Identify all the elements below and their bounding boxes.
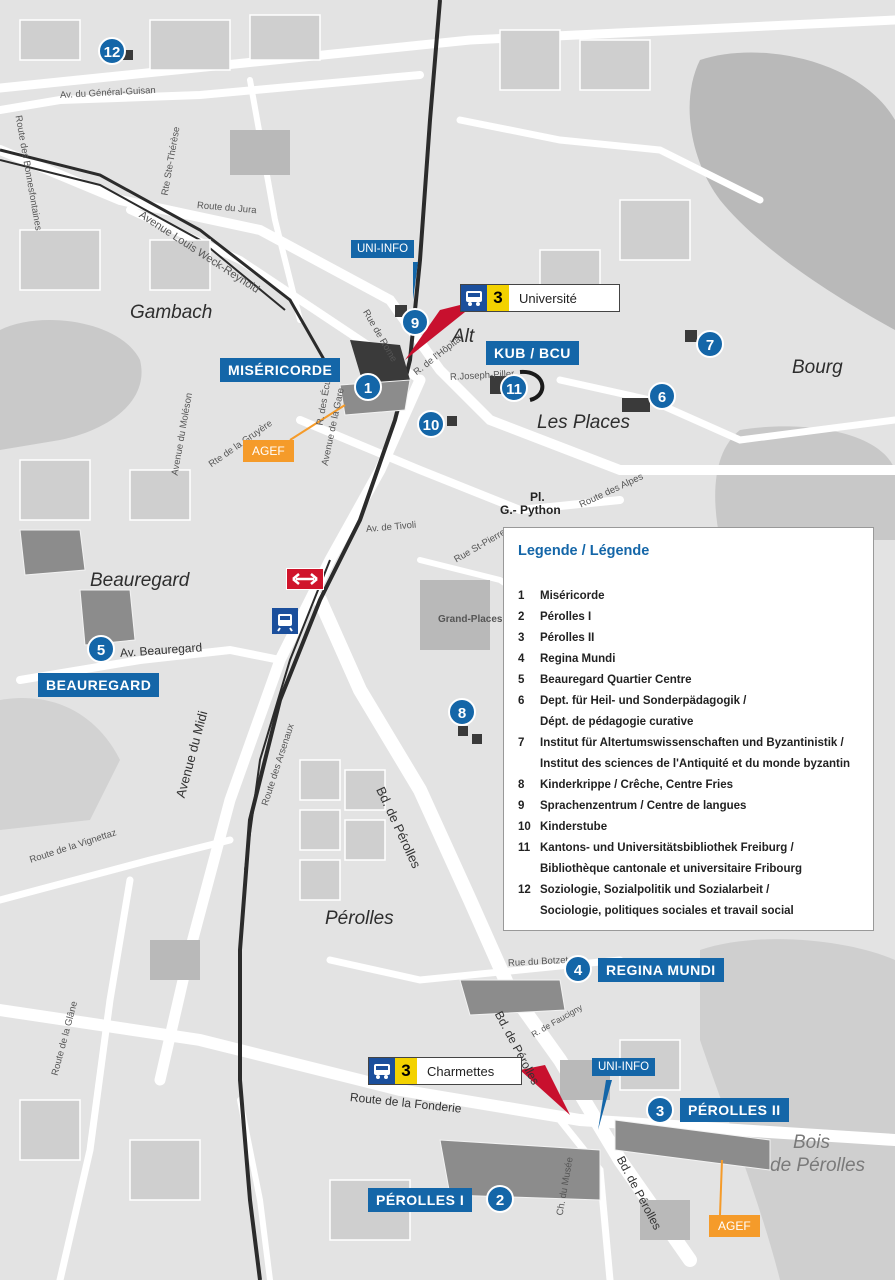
site-label-perolles-ii[interactable]: PÉROLLES II [680, 1098, 789, 1122]
bus-icon [461, 285, 487, 311]
uni-info-label-bottom[interactable]: UNI-INFO [592, 1058, 656, 1076]
area-les-places: Les Places [537, 412, 630, 433]
marker-7[interactable]: 7 [696, 330, 724, 358]
marker-12[interactable]: 12 [98, 37, 126, 65]
site-label-beauregard[interactable]: BEAUREGARD [38, 673, 160, 697]
marker-6[interactable]: 6 [648, 382, 676, 410]
area-bourg: Bourg [792, 357, 843, 378]
label-pl: Pl. [530, 490, 545, 504]
label-place-python: G.- Python [500, 503, 561, 517]
legend-title: Legende / Légende [518, 543, 650, 559]
uni-info-label-top[interactable]: UNI-INFO [351, 240, 415, 258]
marker-1[interactable]: 1 [354, 373, 382, 401]
agef-label-misericorde[interactable]: AGEF [243, 440, 294, 462]
bus-stop-charmettes[interactable]: 3 Charmettes [368, 1057, 522, 1085]
agef-label-perolles[interactable]: AGEF [709, 1215, 760, 1237]
area-gambach: Gambach [130, 302, 213, 323]
site-label-misericorde[interactable]: MISÉRICORDE [220, 358, 341, 382]
area-beauregard: Beauregard [90, 570, 190, 591]
bus-line-number: 3 [487, 285, 509, 311]
marker-10[interactable]: 10 [417, 410, 445, 438]
legend-item-continued: Sociologie, politiques sociales et trava… [540, 905, 794, 917]
site-label-kub-bcu[interactable]: KUB / BCU [486, 341, 579, 365]
sbb-railway-icon [286, 568, 324, 590]
site-label-regina-mundi[interactable]: REGINA MUNDI [598, 958, 724, 982]
bus-stop-universite[interactable]: 3 Université [460, 284, 620, 312]
bus-line-number: 3 [395, 1058, 417, 1084]
marker-5[interactable]: 5 [87, 635, 115, 663]
area-bois-de-perolles-2: de Pérolles [770, 1155, 866, 1176]
legend-item-continued: Institut des sciences de l'Antiquité et … [540, 758, 851, 770]
bus-stop-name: Université [519, 290, 577, 306]
bus-stop-name: Charmettes [427, 1063, 495, 1079]
area-alt: Alt [452, 326, 475, 347]
marker-11[interactable]: 11 [500, 374, 528, 402]
bus-icon [369, 1058, 395, 1084]
legend-item-continued: Dépt. de pédagogie curative [540, 716, 694, 728]
area-perolles: Pérolles [325, 908, 394, 929]
marker-9[interactable]: 9 [401, 308, 429, 336]
marker-2[interactable]: 2 [486, 1185, 514, 1213]
marker-3[interactable]: 3 [646, 1096, 674, 1124]
area-bois-de-perolles: Bois [793, 1132, 830, 1153]
train-station-icon [272, 608, 298, 634]
site-label-perolles-i[interactable]: PÉROLLES I [368, 1188, 473, 1212]
label-grand-places: Grand-Places [438, 614, 503, 625]
legend-item-continued: Bibliothèque cantonale et universitaire … [540, 863, 802, 875]
marker-4[interactable]: 4 [564, 955, 592, 983]
marker-8[interactable]: 8 [448, 698, 476, 726]
